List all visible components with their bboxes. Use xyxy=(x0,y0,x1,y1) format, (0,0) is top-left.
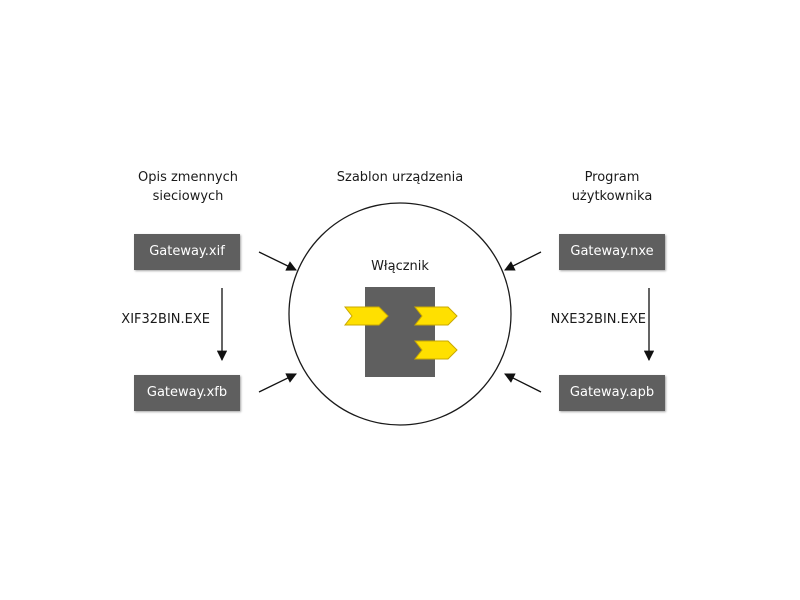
device-label: Włącznik xyxy=(371,259,429,274)
right-heading: Program użytkownika xyxy=(542,168,682,206)
left-tool-label: XIF32BIN.EXE xyxy=(121,312,210,327)
left-heading-line2: sieciowych xyxy=(152,189,224,204)
output-pointer-icon-1 xyxy=(413,306,458,326)
arrow-nxe-to-template xyxy=(504,251,542,271)
arrow-apb-to-template xyxy=(504,373,542,393)
gateway-apb-box: Gateway.apb xyxy=(559,375,665,411)
left-heading: Opis zmennych sieciowych xyxy=(118,168,258,206)
gateway-xfb-box: Gateway.xfb xyxy=(134,375,240,411)
left-heading-line1: Opis zmennych xyxy=(137,170,239,185)
gateway-nxe-box: Gateway.nxe xyxy=(559,234,665,270)
output-pointer-icon-2 xyxy=(413,340,458,360)
arrow-xfb-to-template xyxy=(258,373,297,393)
right-heading-line2: użytkownika xyxy=(571,189,653,204)
arrow-xif-to-template xyxy=(258,251,297,271)
right-heading-line1: Program xyxy=(584,170,640,185)
gateway-xif-box: Gateway.xif xyxy=(134,234,240,270)
device-block xyxy=(365,287,435,377)
right-tool-label: NXE32BIN.EXE xyxy=(550,312,646,327)
input-pointer-icon xyxy=(343,306,389,326)
center-heading: Szablon urządzenia xyxy=(336,170,464,185)
